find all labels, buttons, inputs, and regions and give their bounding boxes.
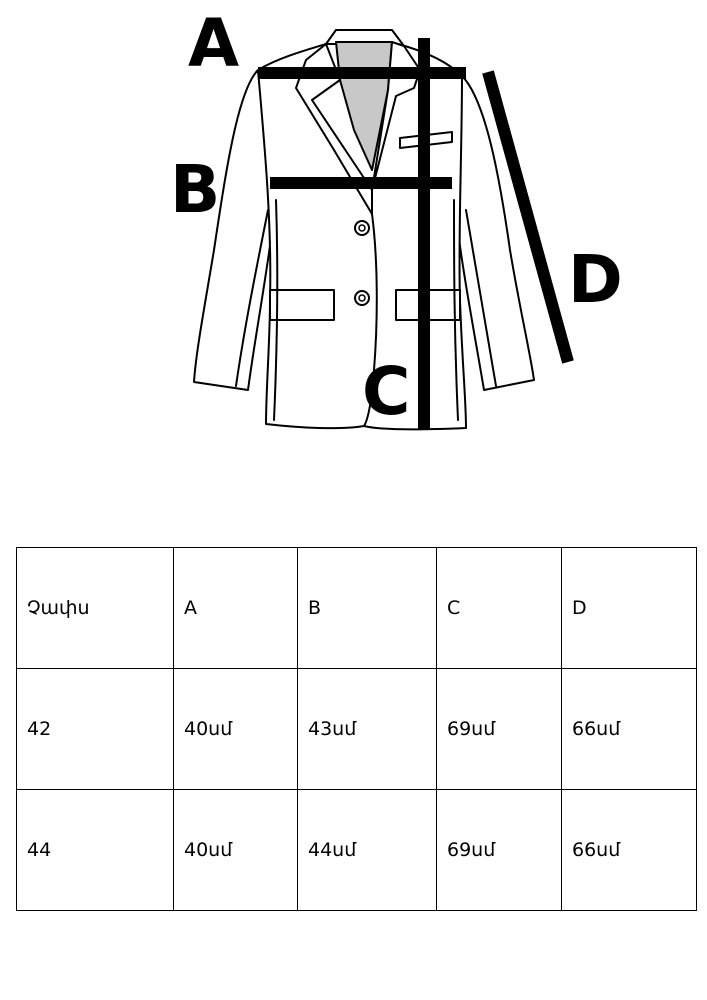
cell-c: 69սմ (436, 789, 562, 911)
left-sleeve (193, 69, 277, 391)
label-d: D (568, 241, 623, 318)
cell-c: 69սմ (436, 668, 562, 790)
left-pocket-flap (269, 289, 335, 321)
collar-band (325, 29, 405, 47)
table-header-row: Չափս A B C D (16, 547, 697, 669)
header-cell-b: B (297, 547, 437, 669)
right-sleeve-seam (465, 209, 497, 387)
cell-a: 40սմ (173, 668, 298, 790)
cell-b: 43սմ (297, 668, 437, 790)
right-side-seam (453, 199, 459, 421)
header-cell-size: Չափս (16, 547, 174, 669)
label-a: A (188, 5, 239, 82)
measure-line-d (482, 70, 574, 364)
label-b: B (170, 151, 220, 228)
left-side-seam (273, 199, 279, 421)
cell-b: 44սմ (297, 789, 437, 911)
button-top-inner (358, 224, 366, 232)
header-cell-d: D (561, 547, 697, 669)
header-cell-c: C (436, 547, 562, 669)
size-table: Չափս A B C D 42 40սմ 43սմ 69սմ 66սմ 44 4… (16, 547, 697, 911)
cell-a: 40սմ (173, 789, 298, 911)
table-row: 42 40սմ 43սմ 69սմ 66սմ (16, 668, 697, 790)
button-top (354, 220, 370, 236)
cell-size: 42 (16, 668, 174, 790)
jacket-measurement-diagram: A B C D (170, 5, 623, 431)
measurement-lines (258, 38, 574, 430)
measurement-labels: A B C D (170, 5, 623, 430)
button-bottom (354, 290, 370, 306)
cell-size: 44 (16, 789, 174, 911)
table-row: 44 40սմ 44սմ 69սմ 66սմ (16, 789, 697, 911)
cell-d: 66սմ (561, 789, 697, 911)
cell-d: 66սմ (561, 668, 697, 790)
label-c: C (362, 353, 410, 430)
header-cell-a: A (173, 547, 298, 669)
right-sleeve (453, 75, 535, 391)
button-bottom-inner (358, 294, 366, 302)
front-edge (363, 213, 378, 427)
left-sleeve-seam (235, 209, 269, 387)
